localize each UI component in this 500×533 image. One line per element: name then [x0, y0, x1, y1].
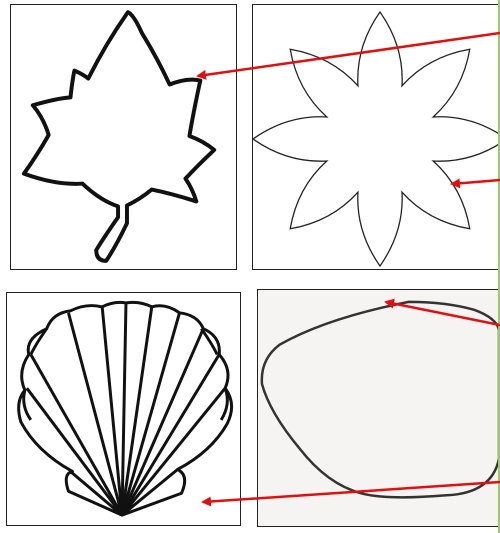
flower-icon	[253, 5, 500, 269]
leaf-panel	[10, 4, 237, 270]
shell-outline	[19, 302, 232, 515]
blob-panel	[257, 289, 500, 527]
shell-panel	[6, 292, 241, 526]
flower-panel	[252, 4, 500, 270]
leaf-icon	[11, 5, 236, 269]
blob-shape-icon	[258, 290, 500, 526]
leaf-outline	[24, 12, 214, 261]
shell-icon	[7, 293, 240, 525]
blob-outline	[262, 302, 499, 497]
flower-outline	[253, 12, 500, 266]
